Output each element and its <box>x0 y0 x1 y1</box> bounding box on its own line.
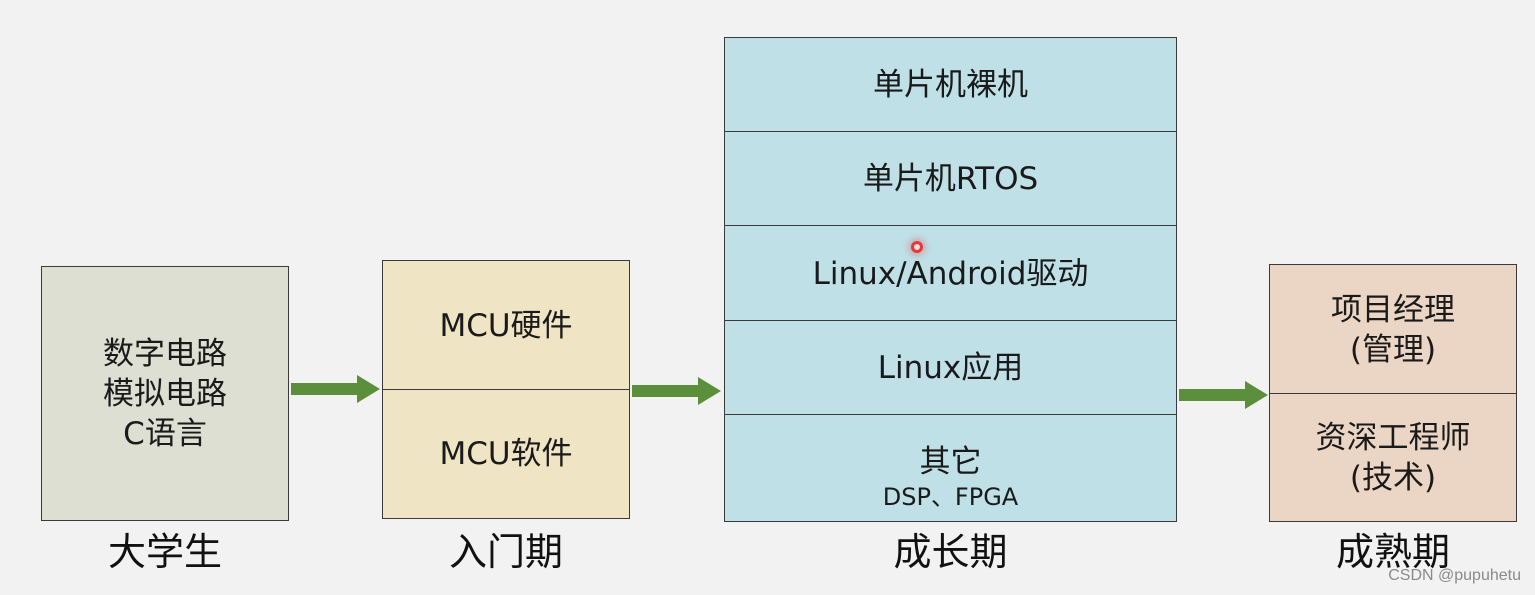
growth-item-other: 其它 DSP、FPGA <box>725 415 1176 521</box>
divider <box>383 389 629 390</box>
growth-item-linux-app: Linux应用 <box>725 321 1176 415</box>
mature-box: 项目经理 (管理) 资深工程师 (技术) <box>1269 264 1517 522</box>
growth-item-label: 单片机裸机 <box>873 67 1028 103</box>
growth-item-label: Linux应用 <box>877 350 1024 386</box>
divider <box>725 414 1176 415</box>
arrow-right-icon <box>632 377 721 405</box>
skill-c-language: C语言 <box>123 415 207 452</box>
divider <box>725 320 1176 321</box>
arrow-right-icon <box>1179 381 1268 409</box>
growth-item-note: DSP、FPGA <box>882 483 1019 511</box>
entry-item-label: MCU软件 <box>439 436 573 472</box>
growth-box: 单片机裸机 单片机RTOS Linux/Android驱动 Linux应用 其它… <box>724 37 1177 522</box>
mature-item-note: (技术) <box>1349 459 1437 496</box>
entry-box: MCU硬件 MCU软件 <box>382 260 630 519</box>
skill-analog-circuits: 模拟电路 <box>103 375 227 412</box>
mature-item-note: (管理) <box>1349 331 1437 368</box>
stage-label-entry: 入门期 <box>448 530 563 574</box>
student-box: 数字电路 模拟电路 C语言 <box>41 266 289 521</box>
growth-item-linux-driver: Linux/Android驱动 <box>725 226 1176 321</box>
growth-item-label: 其它 <box>919 444 982 480</box>
skill-digital-circuits: 数字电路 <box>103 335 227 372</box>
growth-item-label: Linux/Android驱动 <box>812 255 1089 292</box>
growth-item-mcu-bare-metal: 单片机裸机 <box>725 38 1176 132</box>
mature-item-title: 项目经理 <box>1331 291 1455 328</box>
divider <box>725 225 1176 226</box>
divider <box>1270 393 1516 394</box>
mature-item-title: 资深工程师 <box>1315 419 1471 456</box>
pointer-dot-icon <box>911 241 923 253</box>
arrow-right-icon <box>291 375 380 403</box>
stage-label-mature: 成熟期 <box>1335 530 1450 574</box>
stage-label-student: 大学生 <box>107 530 222 574</box>
mature-item-senior-engineer: 资深工程师 (技术) <box>1270 394 1516 521</box>
growth-item-label: 单片机RTOS <box>862 161 1039 197</box>
entry-item-mcu-software: MCU软件 <box>383 390 629 518</box>
watermark: CSDN @pupuhetu <box>1388 567 1521 584</box>
stage-label-growth: 成长期 <box>893 530 1008 574</box>
growth-item-mcu-rtos: 单片机RTOS <box>725 132 1176 226</box>
mature-item-project-manager: 项目经理 (管理) <box>1270 265 1516 394</box>
entry-item-label: MCU硬件 <box>439 307 573 344</box>
entry-item-mcu-hardware: MCU硬件 <box>383 261 629 390</box>
divider <box>725 131 1176 132</box>
student-skills: 数字电路 模拟电路 C语言 <box>42 267 288 520</box>
